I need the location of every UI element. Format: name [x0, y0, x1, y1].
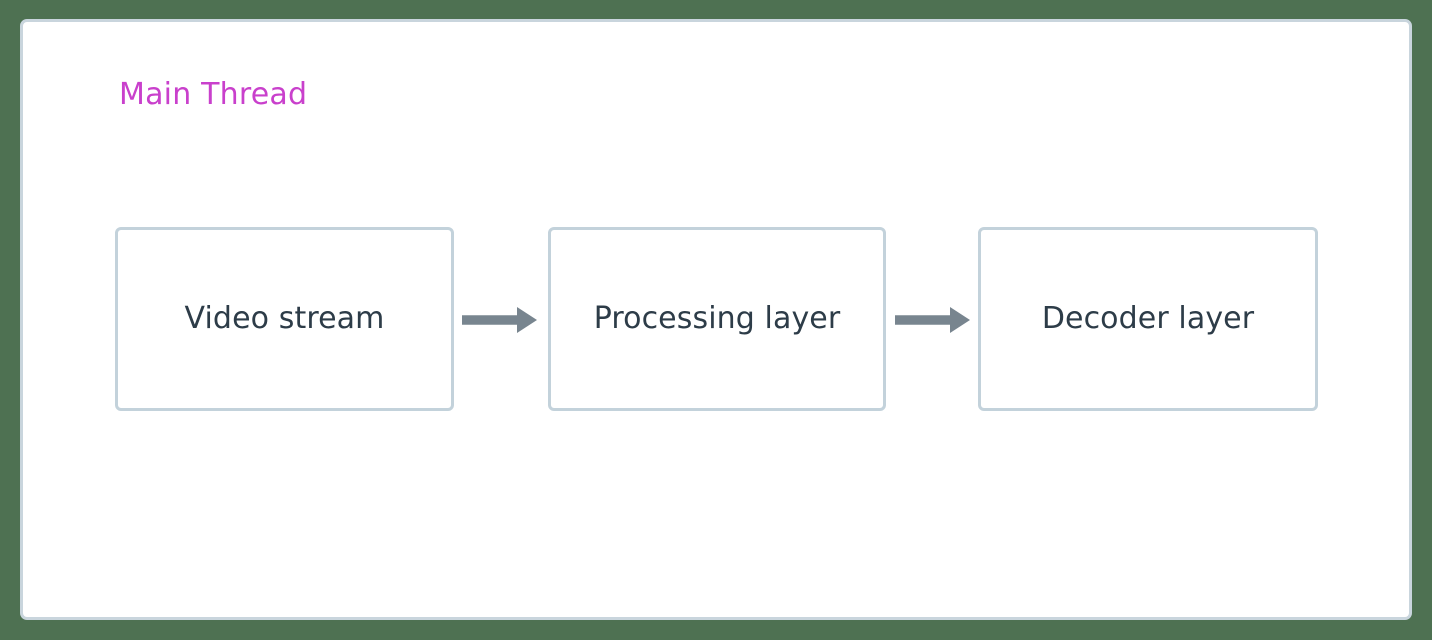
node-label: Decoder layer: [1041, 301, 1255, 336]
arrow-right-icon: [462, 307, 537, 333]
node-processing-layer[interactable]: Processing layer: [548, 227, 886, 411]
edge-video-stream-to-processing-layer: [460, 300, 540, 340]
edge-processing-layer-to-decoder-layer: [893, 300, 973, 340]
node-label: Video stream: [184, 301, 385, 336]
subgraph-title: Main Thread: [119, 77, 308, 112]
arrow-right-icon: [895, 307, 970, 333]
node-video-stream[interactable]: Video stream: [115, 227, 454, 411]
node-label: Processing layer: [593, 301, 841, 336]
node-decoder-layer[interactable]: Decoder layer: [978, 227, 1318, 411]
